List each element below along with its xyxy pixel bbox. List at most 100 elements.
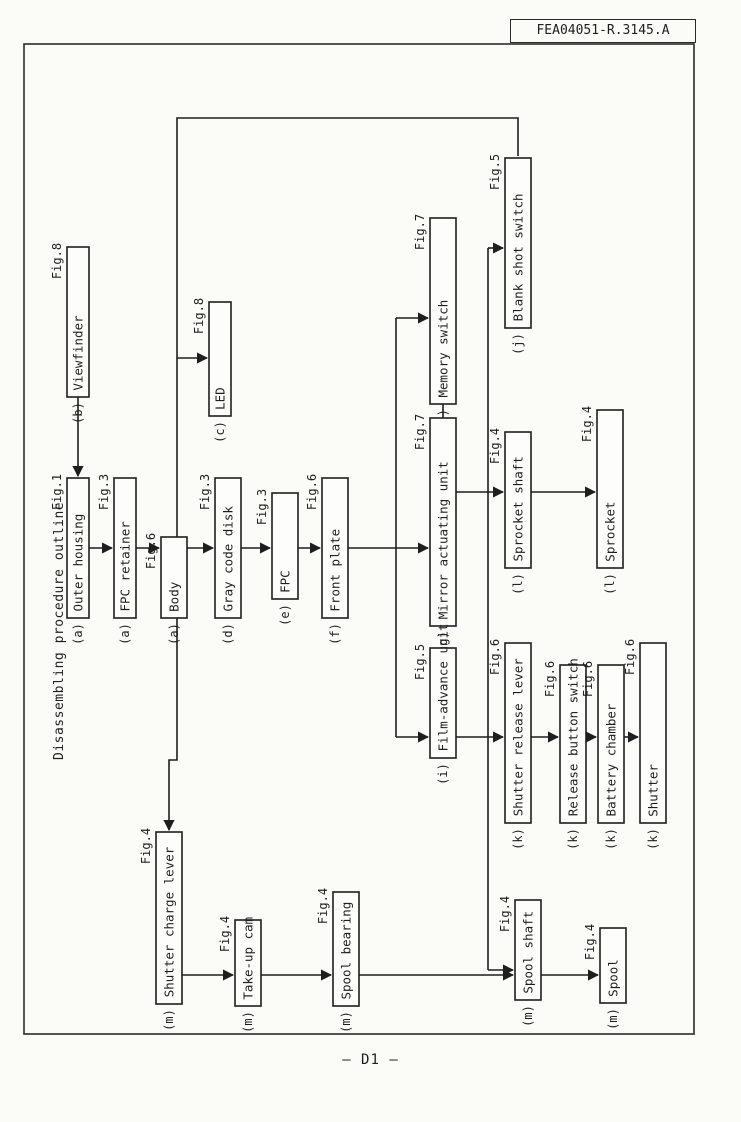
figure-ref: Fig.3 [198,474,212,510]
step-label: Viewfinder [71,315,86,391]
step-letter: (a) [167,623,181,645]
step-label: Sprocket [603,501,618,561]
step-letter: (k) [511,828,525,850]
step-box [514,899,542,1001]
step-spool: Spool (m) Fig.4 [583,924,627,1030]
step-box [639,642,667,824]
figure-ref: Fig.7 [413,414,427,450]
step-label: Release button switch [566,658,581,816]
step-sprocket-shaft: Sprocket shaft (l) Fig.4 [488,428,532,595]
page-border [23,43,695,1035]
step-box [214,477,242,619]
step-letter: (m) [521,1005,535,1027]
step-label: Shutter release lever [511,658,526,817]
step-label: Gray code disk [221,506,236,612]
step-label: FPC [278,570,293,593]
step-box [429,217,457,405]
step-spool-bearing: Spool bearing (m) Fig.4 [316,888,360,1033]
step-letter: (j) [511,333,525,355]
step-label: LED [213,387,228,410]
step-box [321,477,349,619]
step-letter: (k) [566,828,580,850]
step-label: Spool shaft [521,911,536,994]
figure-ref: Fig.6 [581,661,595,697]
step-letter: (a) [71,623,85,645]
figure-ref: Fig.4 [139,828,153,864]
step-label: Outer housing [71,514,86,612]
step-viewfinder: Viewfinder(b)Fig.8 [50,243,90,424]
step-letter: (l) [603,573,617,595]
figure-ref: Fig.4 [580,406,594,442]
step-label: Film-advance unit [436,623,451,751]
step-shutter: Shutter(k)Fig.6 [623,639,667,850]
step-fpc-retainer: FPC retainer (a) Fig.3 [97,474,137,645]
step-letter: (m) [241,1011,255,1033]
step-letter: (m) [339,1011,353,1033]
step-mirror-actuating-unit: Mirror actuating unit(g)Fig.7 [413,414,457,653]
step-box [234,919,262,1007]
step-label: Take-up cam [241,917,256,1000]
step-box [429,647,457,759]
figure-ref: Fig.6 [623,639,637,675]
step-box [504,157,532,329]
step-label: Spool [606,959,621,997]
figure-ref: Fig.1 [50,474,64,510]
connector-body-blank-shot-top [176,117,519,537]
step-label: Sprocket shaft [511,456,526,561]
step-letter: (l) [511,573,525,595]
step-memory-switch: Memory switch(h)Fig.7 [413,214,457,431]
figure-ref: Fig.6 [144,533,158,569]
step-letter: (m) [162,1009,176,1031]
step-letter: (f) [328,623,342,645]
step-label: Body [167,581,182,612]
step-box [66,246,90,398]
figure-ref: Fig.3 [97,474,111,510]
step-label: Blank shot switch [511,193,526,321]
step-take-up-cam: Take-up cam (m) Fig.4 [218,916,262,1033]
figure-ref: Fig.5 [413,644,427,680]
step-led: LED (c) Fig.8 [192,298,232,443]
figure-ref: Fig.5 [488,154,502,190]
figure-ref: Fig.7 [413,214,427,250]
step-letter: (k) [646,828,660,850]
step-letter: (c) [213,421,227,443]
step-box [597,664,625,824]
figure-ref: Fig.4 [583,924,597,960]
step-box [208,301,232,417]
step-box [599,927,627,1004]
step-box [596,409,624,569]
step-letter: (i) [436,763,450,785]
step-letter: (a) [118,623,132,645]
step-battery-chamber: Battery chamber(k)Fig.6 [581,661,625,850]
figure-ref: Fig.8 [192,298,206,334]
step-label: FPC retainer [118,521,133,612]
figure-ref: Fig.4 [488,428,502,464]
step-fpc: FPC(e)Fig.3 [255,489,299,626]
step-box [429,417,457,627]
step-label: Shutter charge lever [162,846,177,997]
step-spool-shaft: Spool shaft(m)Fig.4 [498,896,542,1027]
step-shutter-release-lever: Shutter release lever (k) Fig.6 [488,639,532,850]
figure-ref: Fig.6 [488,639,502,675]
step-box [504,431,532,569]
figure-ref: Fig.4 [218,916,232,952]
figure-ref: Fig.6 [305,474,319,510]
figure-ref: Fig.3 [255,489,269,525]
step-body: Body (a) Fig.6 [144,533,188,645]
figure-ref: Fig.6 [543,661,557,697]
step-box [160,536,188,619]
step-gray-code-disk: Gray code disk(d)Fig.3 [198,474,242,645]
step-letter: (m) [606,1008,620,1030]
step-label: Battery chamber [604,703,619,816]
step-label: Memory switch [436,300,451,398]
step-front-plate: Front plate(f)Fig.6 [305,474,349,645]
step-label: Spool bearing [339,902,354,1000]
figure-ref: Fig.4 [316,888,330,924]
step-release-button-switch: Release button switch (k) Fig.6 [543,658,587,850]
page-title: Disassembling procedure outline [52,501,67,760]
step-box [332,891,360,1007]
figure-ref: Fig.8 [50,243,64,279]
